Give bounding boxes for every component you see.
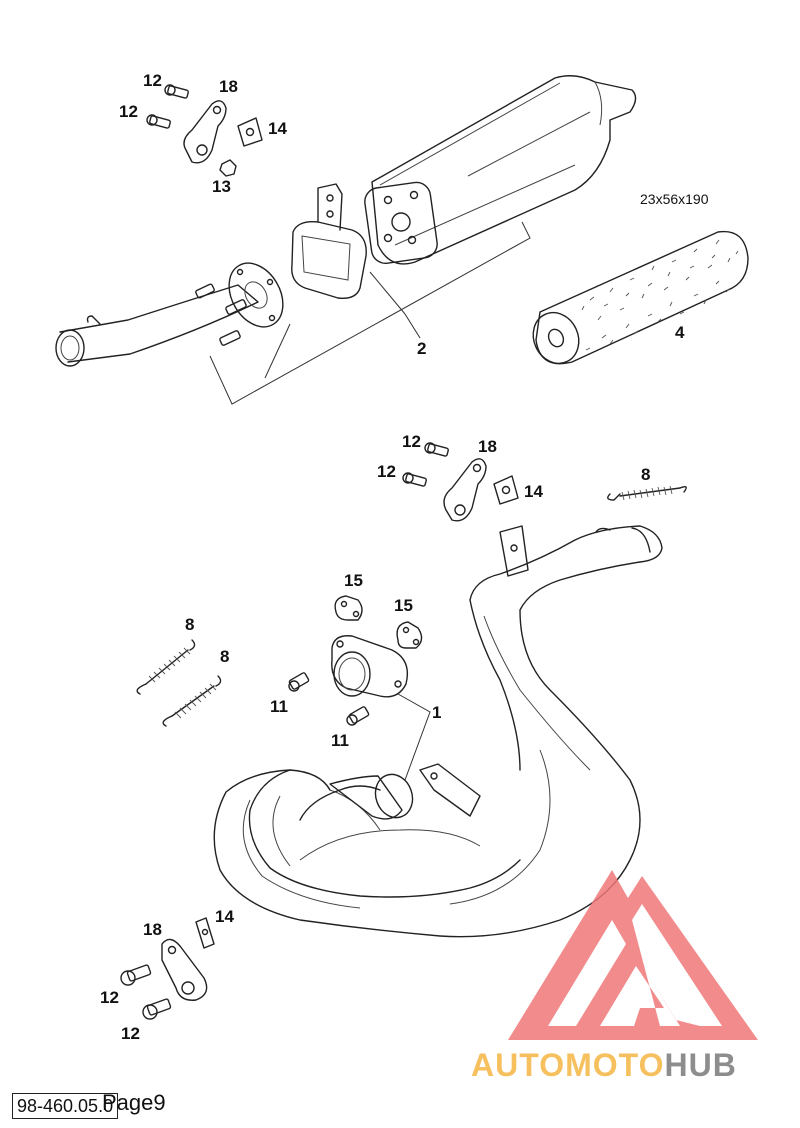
callout-18: 18 [219,77,238,96]
callout-18: 18 [478,437,497,456]
callout-11: 11 [270,697,288,716]
spring-left-lower [162,675,222,727]
callout-12: 12 [119,102,138,121]
muffler [364,75,637,265]
callout-12: 12 [377,462,396,481]
bolts-11 [288,672,370,726]
callout-14: 14 [215,907,234,926]
callout-15: 15 [344,571,363,590]
insert-dimensions: 23x56x190 [640,191,709,207]
bracket-hardware-bottom [120,917,215,1020]
callout-4: 4 [675,323,685,342]
callout-1: 1 [432,703,441,722]
catalog-code: 98-460.05.0 [12,1093,119,1119]
callout-12: 12 [100,988,119,1007]
watermark-brand-suffix: HUB [664,1047,736,1083]
callout-13: 13 [212,177,231,196]
callout-14: 14 [268,119,287,138]
bracket-hardware-mid [402,442,519,522]
callout-12: 12 [402,432,421,451]
bracket-hardware-top [146,84,263,177]
flange-bolts [195,283,247,346]
watermark-brand-prefix: AUTOMOTO [471,1047,664,1083]
exhaust-flange [331,635,409,698]
callout-11: 11 [331,731,349,750]
page-number: Page9 [102,1090,166,1115]
spring-left-upper [136,639,196,695]
svg-text:AUTOMOTOHUB: AUTOMOTOHUB [471,1047,737,1083]
callout-12: 12 [143,71,162,90]
silencer-insert [532,230,749,365]
assembly-bracket [209,221,531,405]
callout-15: 15 [394,596,413,615]
callout-labels: 12 12 18 14 13 2 4 12 12 18 14 8 15 15 8… [100,71,709,1043]
callout-2: 2 [417,339,426,358]
link-pipe [55,262,284,367]
callout-8: 8 [220,647,229,666]
callout-12: 12 [121,1024,140,1043]
expansion-chamber [213,525,663,938]
callout-8: 8 [185,615,194,634]
callout-14: 14 [524,482,543,501]
callout-8: 8 [641,465,650,484]
gaskets [334,595,423,649]
callout-18: 18 [143,920,162,939]
automotohub-logo: AUTOMOTOHUB [471,870,758,1083]
spring-right [607,485,687,501]
muffler-clamp [291,183,367,299]
